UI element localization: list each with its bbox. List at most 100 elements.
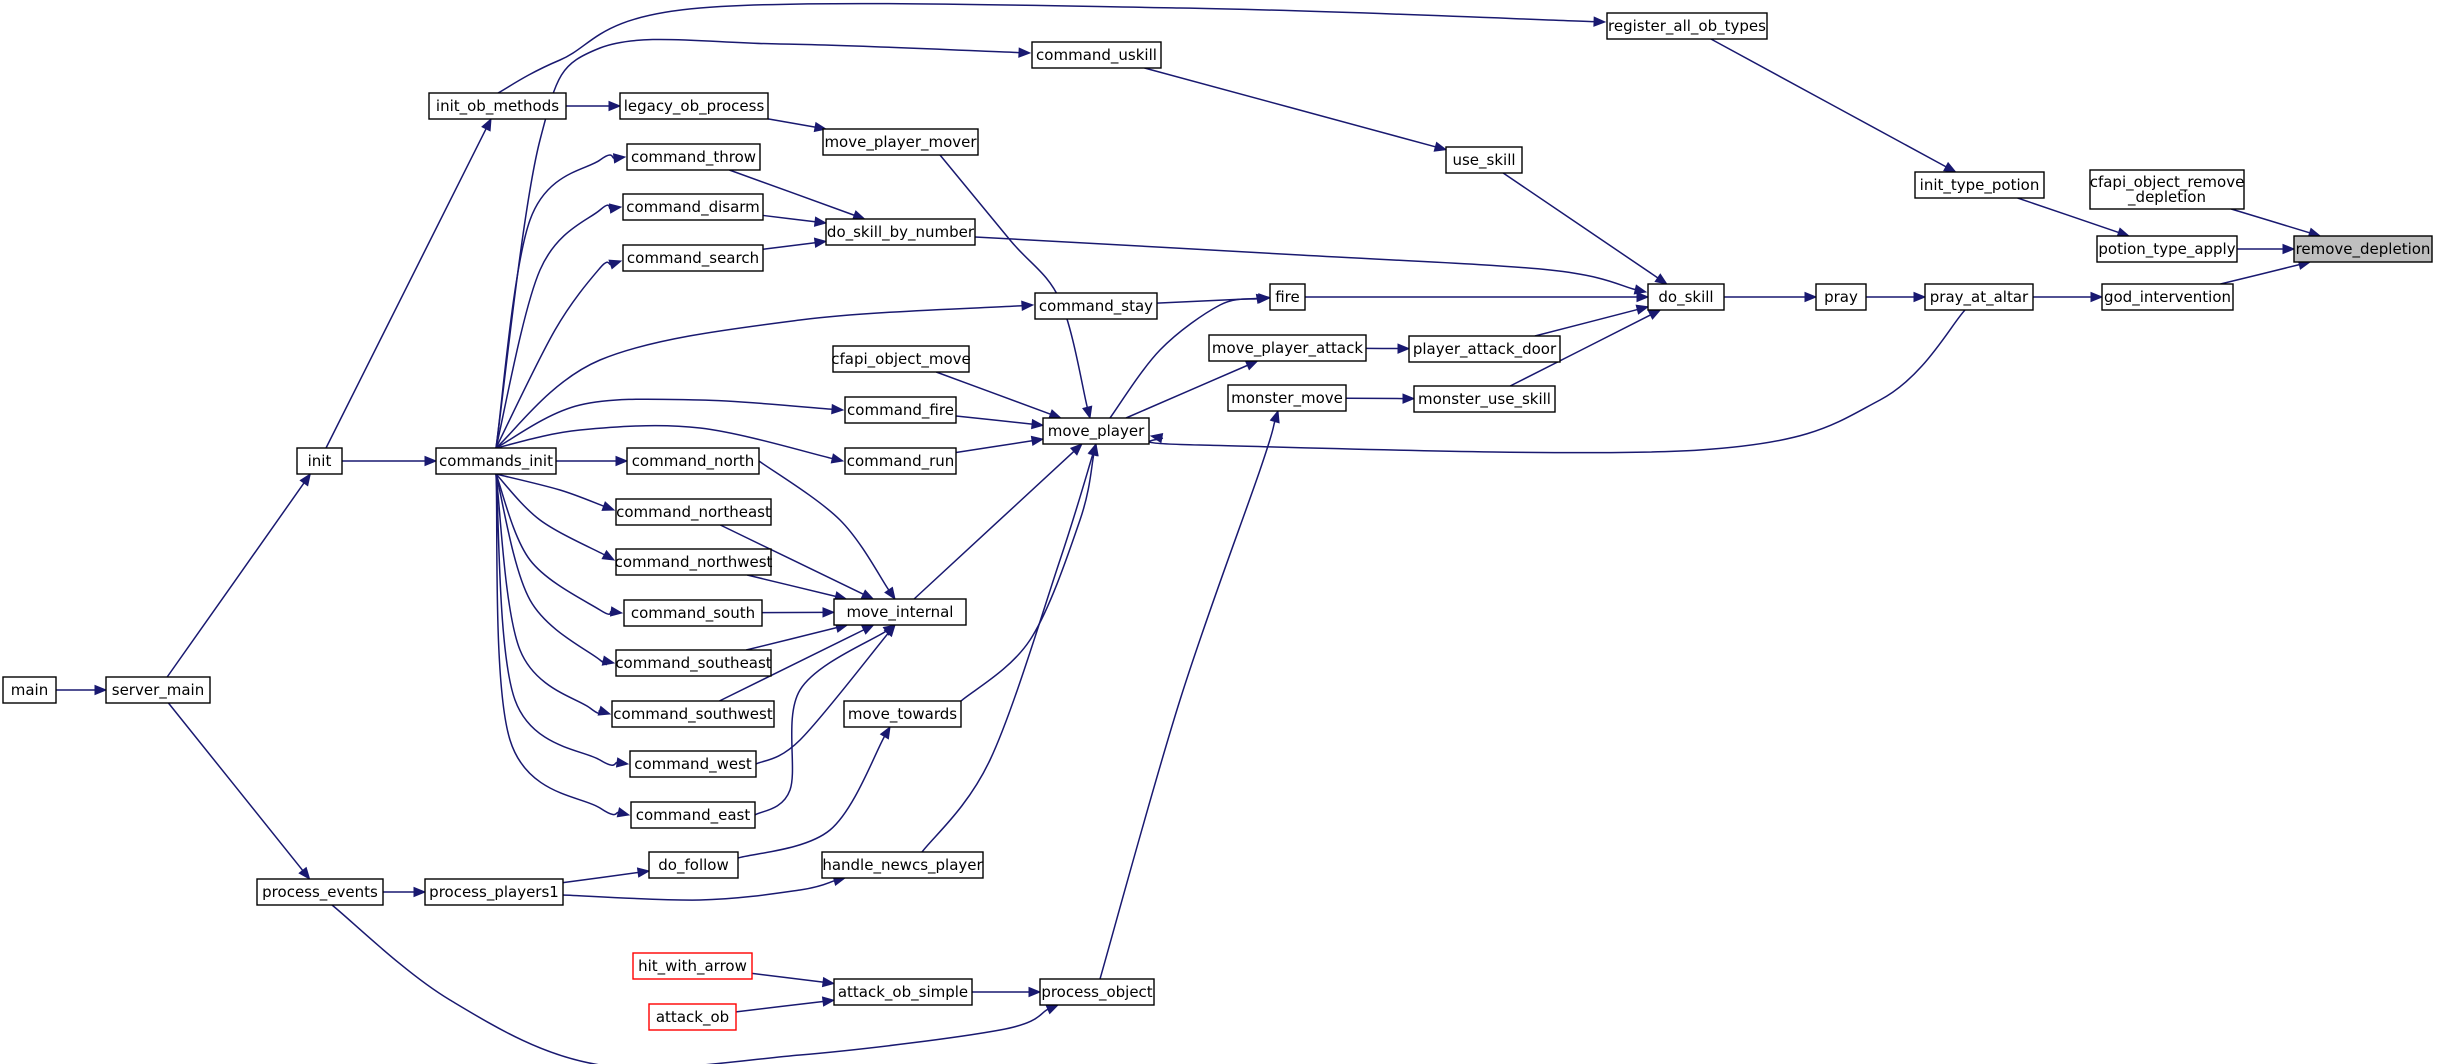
node-remove-depletion[interactable]: remove_depletion — [2293, 235, 2433, 263]
node-do-skill-by-number[interactable]: do_skill_by_number — [825, 218, 976, 246]
node-label: command_stay — [1039, 297, 1153, 316]
node-command-run[interactable]: command_run — [844, 447, 957, 475]
node-command-uskill[interactable]: command_uskill — [1031, 41, 1162, 69]
edge-legacy_ob_process-to-move_player_mover — [767, 118, 816, 128]
node-box — [1269, 283, 1306, 311]
node-commands-init[interactable]: commands_init — [435, 447, 557, 475]
edge-move_towards-to-move_player — [960, 454, 1095, 702]
arrowhead-fire-to-do_skill — [1636, 291, 1650, 303]
node-init-ob-methods[interactable]: init_ob_methods — [428, 92, 567, 120]
arrowhead-commands_init-to-command_south — [609, 606, 624, 617]
edge-command_east-to-move_internal — [754, 630, 887, 816]
node-process-object[interactable]: process_object — [1039, 978, 1155, 1006]
edge-server_main-to-process_events — [167, 702, 304, 871]
edge-player_attack_door-to-do_skill — [1534, 308, 1638, 337]
node-cfapi-object-remove-depletion[interactable]: cfapi_object_remove_depletion — [2089, 169, 2245, 210]
node-potion-type-apply[interactable]: potion_type_apply — [2096, 235, 2238, 263]
node-box — [105, 676, 211, 704]
node-server-main[interactable]: server_main — [105, 676, 211, 704]
edge-command_southwest-to-move_internal — [719, 629, 865, 702]
nodes-layer: main server_main init process_events init_ob… — [2, 12, 2433, 1031]
node-player-attack-door[interactable]: player_attack_door — [1408, 335, 1561, 363]
node-monster-use-skill[interactable]: monster_use_skill — [1413, 385, 1556, 413]
node-move-player-attack[interactable]: move_player_attack — [1208, 334, 1367, 362]
edge-server_main-to-init — [166, 482, 305, 678]
node-cfapi-object-move[interactable]: cfapi_object_move — [831, 345, 971, 373]
node-label: command_northeast — [616, 503, 771, 522]
node-monster-move[interactable]: monster_move — [1227, 384, 1347, 412]
node-label: server_main — [112, 681, 204, 700]
node-box — [296, 447, 343, 475]
node-label: register_all_ob_types — [1608, 17, 1766, 36]
node-box — [1815, 283, 1867, 311]
node-process-players1[interactable]: process_players1 — [424, 878, 564, 906]
node-attack-ob-simple[interactable]: attack_ob_simple — [833, 978, 973, 1006]
node-label: move_internal — [847, 603, 954, 622]
edge-move_player_mover-to-move_player — [939, 154, 1089, 408]
arrowhead-commands_init-to-command_northeast — [601, 501, 616, 511]
node-pray[interactable]: pray — [1815, 283, 1867, 311]
node-box — [1408, 335, 1561, 363]
node-command-stay[interactable]: command_stay — [1034, 292, 1158, 320]
node-box — [424, 878, 564, 906]
edge-command_search-to-do_skill_by_number — [762, 241, 816, 250]
node-label: command_east — [636, 806, 751, 825]
node-label: command_fire — [847, 401, 954, 420]
node-command-disarm[interactable]: command_disarm — [622, 193, 764, 221]
edge-register_all_ob_types-to-init_type_potion — [1710, 38, 1947, 168]
node-fire[interactable]: fire — [1269, 283, 1306, 311]
node-box — [2096, 235, 2238, 263]
node-command-search[interactable]: command_search — [622, 244, 764, 272]
node-use-skill[interactable]: use_skill — [1445, 146, 1523, 174]
node-init[interactable]: init — [296, 447, 343, 475]
node-label: command_north — [632, 452, 755, 471]
node-god-intervention[interactable]: god_intervention — [2101, 283, 2234, 311]
node-move-player[interactable]: move_player — [1042, 417, 1150, 445]
edge-hit_with_arrow-to-attack_ob_simple — [751, 972, 824, 983]
node-do-skill[interactable]: do_skill — [1647, 283, 1725, 311]
node-command-north[interactable]: command_north — [626, 447, 760, 475]
node-move-towards[interactable]: move_towards — [843, 700, 962, 728]
node-command-northeast[interactable]: command_northeast — [615, 498, 772, 526]
node-command-throw[interactable]: command_throw — [626, 143, 761, 171]
node-process-events[interactable]: process_events — [256, 878, 384, 906]
node-handle-newcs-player[interactable]: handle_newcs_player — [821, 851, 984, 879]
node-main[interactable]: main — [2, 676, 57, 704]
node-command-west[interactable]: command_west — [629, 750, 757, 778]
node-label: process_events — [262, 883, 378, 902]
node-box — [2089, 169, 2245, 210]
arrowhead-commands_init-to-command_uskill — [1018, 47, 1032, 58]
node-label: command_southeast — [615, 654, 771, 673]
edge-commands_init-to-command_search — [495, 261, 611, 449]
edge-commands_init-to-command_disarm — [495, 204, 611, 449]
node-command-east[interactable]: command_east — [630, 801, 756, 829]
edge-process_players1-to-do_follow — [562, 871, 639, 884]
node-command-fire[interactable]: command_fire — [844, 396, 957, 424]
arrowhead-move_player-to-move_player_attack — [1244, 360, 1259, 371]
edge-commands_init-to-command_run — [495, 424, 833, 460]
node-register-all-ob-types[interactable]: register_all_ob_types — [1606, 12, 1768, 40]
node-box — [1039, 978, 1155, 1006]
node-label: process_object — [1041, 983, 1152, 1002]
node-command-south[interactable]: command_south — [623, 599, 763, 627]
node-attack-ob[interactable]: attack_ob — [648, 1003, 737, 1031]
node-move-player-mover[interactable]: move_player_mover — [822, 128, 979, 156]
node-command-northwest[interactable]: command_northwest — [615, 548, 773, 576]
node-box — [1413, 385, 1556, 413]
node-move-internal[interactable]: move_internal — [833, 598, 967, 626]
node-init-type-potion[interactable]: init_type_potion — [1914, 171, 2045, 199]
node-do-follow[interactable]: do_follow — [648, 851, 739, 879]
node-command-southeast[interactable]: command_southeast — [615, 649, 772, 677]
arrowhead-command_search-to-do_skill_by_number — [813, 237, 828, 249]
node-command-southwest[interactable]: command_southwest — [611, 700, 775, 728]
edge-commands_init-to-command_south — [495, 473, 612, 615]
node-box — [619, 92, 769, 120]
node-hit-with-arrow[interactable]: hit_with_arrow — [632, 952, 753, 980]
node-pray-at-altar[interactable]: pray_at_altar — [1924, 283, 2034, 311]
node-box — [615, 498, 772, 526]
arrowhead-command_throw-to-do_skill_by_number — [851, 210, 866, 221]
edge-move_player-to-fire — [1109, 298, 1258, 419]
edge-monster_use_skill-to-do_skill — [1509, 314, 1651, 387]
node-legacy-ob-process[interactable]: legacy_ob_process — [619, 92, 769, 120]
